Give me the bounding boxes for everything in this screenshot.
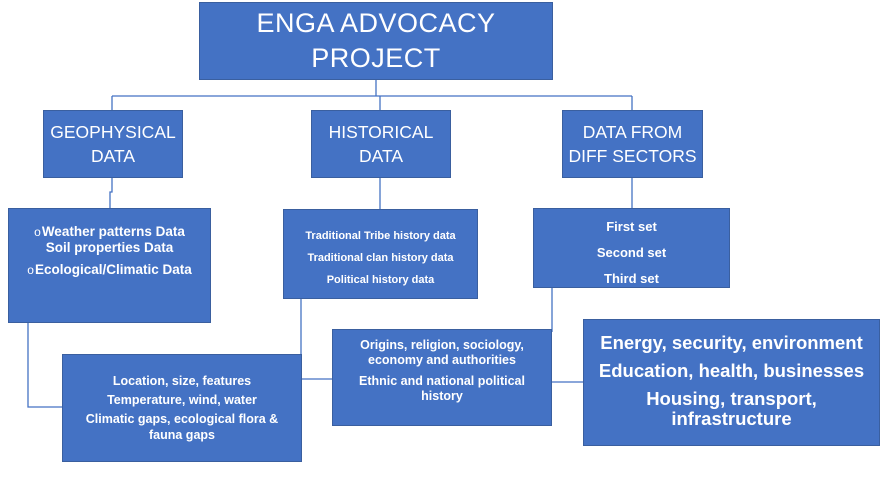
sectors-details-box: Energy, security, environment Education,…: [583, 319, 880, 446]
geophysical-detail-climatic-gaps: Climatic gaps, ecological flora &: [85, 412, 279, 426]
geophysical-list-box: o Weather patterns Data Soil properties …: [8, 208, 211, 323]
geophysical-detail-fauna-gaps: fauna gaps: [149, 428, 215, 442]
geophysical-data-box: GEOPHYSICAL DATA: [43, 110, 183, 178]
historical-detail-economy: economy and authorities: [368, 353, 516, 367]
historical-detail-origins: Origins, religion, sociology,: [360, 338, 524, 352]
sectors-list-box: First set Second set Third set: [533, 208, 730, 288]
list-item-text: Soil properties Data: [45, 239, 174, 255]
geophysical-label-line2: DATA: [90, 146, 136, 166]
sectors-list-item-third: Third set: [604, 271, 659, 286]
sectors-list-item-first: First set: [606, 219, 657, 234]
geophysical-detail-location: Location, size, features: [112, 374, 252, 388]
sectors-detail-energy: Energy, security, environment: [600, 332, 863, 353]
connector-title-bus: [112, 80, 632, 97]
historical-list-item-tribe: Traditional Tribe history data: [305, 230, 456, 242]
geophysical-list-item-weather: o Weather patterns Data: [34, 224, 185, 240]
project-title-line2: PROJECT: [311, 43, 441, 73]
list-item-text: Weather patterns Data: [41, 224, 185, 239]
bullet-marker: o: [34, 225, 41, 239]
historical-label-line2: DATA: [358, 146, 404, 166]
historical-list-item-political: Political history data: [326, 274, 435, 286]
sectors-detail-education: Education, health, businesses: [598, 360, 865, 381]
historical-detail-ethnic: Ethnic and national political: [359, 374, 525, 388]
historical-detail-history: history: [421, 389, 463, 403]
sectors-detail-housing: Housing, transport,: [646, 388, 817, 409]
historical-data-box: HISTORICAL DATA: [311, 110, 451, 178]
sectors-detail-infrastructure: infrastructure: [671, 408, 792, 429]
geophysical-list-item-soil: Soil properties Data: [46, 240, 174, 256]
connector-geo-details: [27, 323, 62, 408]
sectors-data-box: DATA FROM DIFF SECTORS: [562, 110, 703, 178]
geophysical-label-line1: GEOPHYSICAL: [50, 121, 176, 142]
connector-geo-list: [109, 178, 113, 208]
sectors-label-line2: DIFF SECTORS: [568, 146, 697, 166]
project-title-box: ENGA ADVOCACY PROJECT: [199, 2, 553, 80]
geophysical-detail-temperature: Temperature, wind, water: [107, 393, 257, 407]
geophysical-list-item-ecological: o Ecological/Climatic Data: [27, 262, 192, 278]
historical-label-line1: HISTORICAL: [328, 121, 434, 142]
list-item-text: Ecological/Climatic Data: [34, 262, 192, 278]
bullet-marker: o: [27, 263, 34, 278]
sectors-label-line1: DATA FROM: [582, 121, 683, 142]
historical-list-item-clan: Traditional clan history data: [307, 252, 454, 264]
historical-list-box: Traditional Tribe history data Tradition…: [283, 209, 478, 299]
project-title-line1: ENGA ADVOCACY: [256, 7, 496, 38]
sectors-list-item-second: Second set: [596, 245, 667, 260]
historical-details-box: Origins, religion, sociology, economy an…: [332, 329, 552, 426]
geophysical-details-box: Location, size, features Temperature, wi…: [62, 354, 302, 462]
